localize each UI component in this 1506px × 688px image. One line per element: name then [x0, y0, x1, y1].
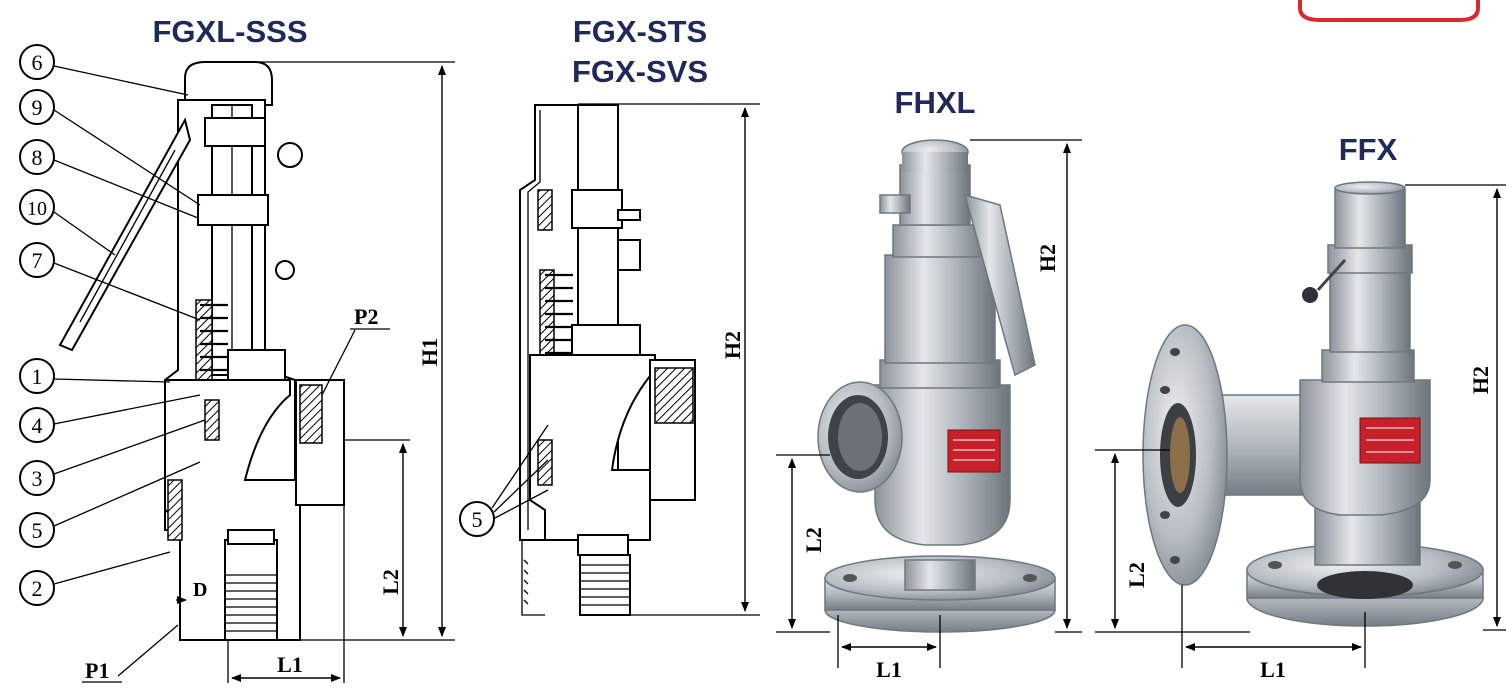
dim-l1-fhxl: L1: [876, 657, 902, 682]
svg-text:8: 8: [32, 145, 43, 170]
svg-text:10: 10: [27, 198, 47, 220]
title-fgx-svs: FGX-SVS: [572, 54, 708, 89]
callout-9: 9: [19, 89, 201, 206]
svg-text:5: 5: [472, 507, 483, 532]
ffx-dimensions: H2 L2 L1: [1095, 184, 1506, 682]
callout-1: 1: [19, 358, 171, 394]
dim-l2-fgxl: L2: [378, 569, 403, 595]
svg-text:4: 4: [32, 413, 43, 438]
callout-8: 8: [19, 139, 199, 219]
dim-l1-ffx: L1: [1260, 657, 1286, 682]
dim-d-fgxl: D: [193, 579, 207, 601]
callout-6: 6: [19, 44, 189, 96]
fgx-dimensions: H2: [578, 103, 760, 616]
svg-text:2: 2: [32, 576, 43, 601]
dim-h2-fgx: H2: [720, 331, 745, 359]
callout-3: 3: [19, 419, 206, 496]
dim-l1-fgxl: L1: [277, 652, 303, 677]
callout-4: 4: [19, 394, 201, 443]
dim-p1-fgxl: P1: [85, 658, 109, 683]
dim-l2-fhxl: L2: [801, 527, 826, 553]
svg-text:6: 6: [32, 50, 43, 75]
callout-7: 7: [19, 242, 201, 321]
corner-badge-fragment: [1298, 0, 1480, 22]
fhxl-valve: [817, 139, 1056, 633]
dim-l2-ffx: L2: [1124, 562, 1149, 588]
fhxl-label-plate: [947, 429, 1001, 473]
dim-p2-fgxl: P2: [354, 304, 378, 329]
title-fhxl: FHXL: [895, 85, 976, 120]
dim-h2-ffx: H2: [1468, 366, 1493, 394]
callout-2: 2: [19, 551, 171, 606]
callout-10: 10: [19, 189, 116, 256]
fgx-sts-drawing: [519, 104, 696, 616]
dim-h2-fhxl: H2: [1035, 244, 1060, 272]
fgxl-sss-drawing: [58, 61, 345, 641]
title-fgxl-sss: FGXL-SSS: [152, 14, 307, 49]
fgxl-callouts: 6 9 8 10 7 1 4 3 5 2: [19, 44, 206, 606]
svg-text:7: 7: [32, 248, 43, 273]
title-fgx-sts: FGX-STS: [573, 14, 707, 49]
svg-text:1: 1: [32, 364, 43, 389]
svg-text:3: 3: [32, 466, 43, 491]
svg-text:5: 5: [32, 518, 43, 543]
title-ffx: FFX: [1339, 132, 1398, 167]
callout-5: 5: [19, 461, 201, 548]
dim-h1-fgxl: H1: [417, 338, 442, 366]
svg-text:9: 9: [32, 95, 43, 120]
fgx-callout-5: 5: [459, 424, 549, 537]
fgxl-dimensions: H1 L2 L1 D P2 P1: [82, 61, 455, 683]
fhxl-dimensions: H2 L2 L1: [776, 139, 1082, 682]
ffx-valve: [1142, 181, 1484, 627]
